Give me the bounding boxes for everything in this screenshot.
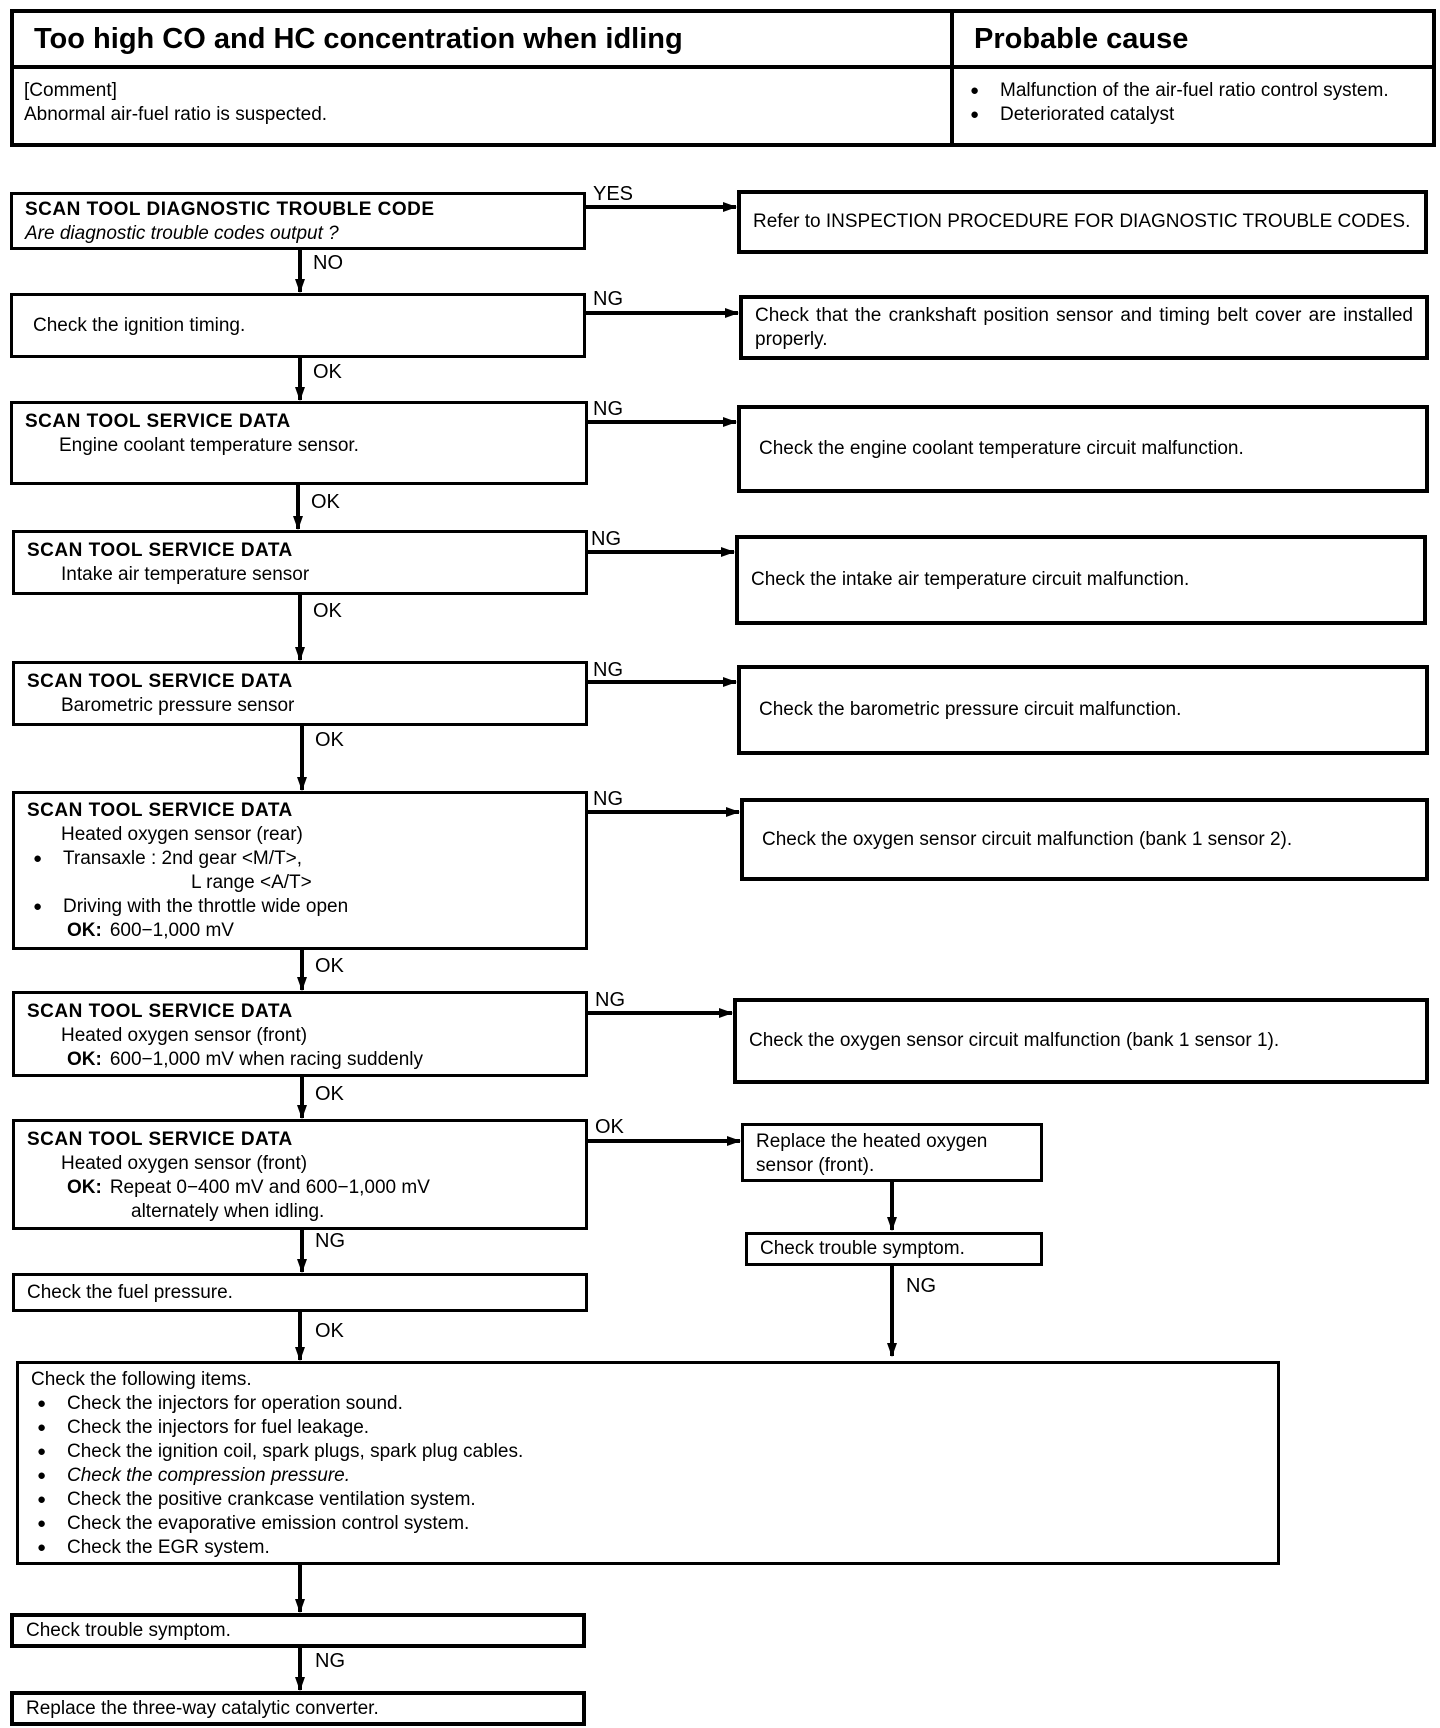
checklist-intro: Check the following items.: [31, 1369, 252, 1390]
cause-list: Malfunction of the air-fuel ratio contro…: [964, 79, 1422, 127]
step-replace-catalytic-converter: Replace the three-way catalytic converte…: [10, 1691, 586, 1726]
label-ok: OK: [315, 1320, 344, 1342]
label-ok: OK: [313, 600, 342, 622]
step-diagnostic-trouble-code: SCAN TOOL DIAGNOSTIC TROUBLE CODE Are di…: [10, 192, 586, 250]
label-ok: OK: [595, 1116, 624, 1138]
step-text: Check trouble symptom.: [26, 1619, 231, 1641]
step-heading: SCAN TOOL DIAGNOSTIC TROUBLE CODE: [25, 199, 435, 220]
result-refer-inspection: Refer to INSPECTION PROCEDURE FOR DIAGNO…: [737, 190, 1428, 254]
step-text: Are diagnostic trouble codes output ?: [25, 223, 339, 244]
step-text: Intake air temperature sensor: [61, 564, 310, 585]
label-ng: NG: [593, 788, 623, 810]
step-heated-oxygen-sensor-rear: SCAN TOOL SERVICE DATA Heated oxygen sen…: [12, 791, 588, 950]
result-oxygen-sensor-bank1-sensor1: Check the oxygen sensor circuit malfunct…: [733, 998, 1429, 1084]
cause-item: Malfunction of the air-fuel ratio contro…: [964, 79, 1422, 103]
step-text: Heated oxygen sensor (front): [61, 1153, 308, 1174]
result-text: Check the oxygen sensor circuit malfunct…: [762, 828, 1293, 850]
cause-item: Deteriorated catalyst: [964, 103, 1422, 127]
ok-value: Repeat 0−400 mV and 600−1,000 mV: [109, 1177, 430, 1198]
step-heading: SCAN TOOL SERVICE DATA: [27, 800, 293, 821]
checklist-item: Check the injectors for fuel leakage.: [31, 1416, 1265, 1440]
result-coolant-circuit: Check the engine coolant temperature cir…: [737, 405, 1429, 493]
checklist-item: Check the ignition coil, spark plugs, sp…: [31, 1440, 1265, 1464]
label-ng: NG: [591, 528, 621, 550]
checklist-item: Check the injectors for operation sound.: [31, 1392, 1265, 1416]
step-fuel-pressure: Check the fuel pressure.: [12, 1273, 588, 1312]
step-heading: SCAN TOOL SERVICE DATA: [25, 411, 291, 432]
ok-label: OK:: [67, 1177, 102, 1198]
step-heading: SCAN TOOL SERVICE DATA: [27, 1129, 293, 1150]
condition-throttle: Driving with the throttle wide open: [27, 895, 573, 919]
header-comment-cell: [Comment] Abnormal air-fuel ratio is sus…: [10, 65, 954, 147]
label-yes: YES: [593, 183, 634, 205]
label-ok: OK: [315, 955, 344, 977]
checklist-item: Check the compression pressure.: [31, 1464, 1265, 1488]
step-check-following-items: Check the following items. Check the inj…: [16, 1361, 1280, 1565]
label-ok: OK: [315, 1083, 344, 1105]
label-ng: NG: [315, 1230, 345, 1252]
result-check-trouble-symptom: Check trouble symptom.: [745, 1232, 1043, 1266]
ok-criteria: OK: 600−1,000 mV when racing suddenly: [27, 1048, 573, 1072]
checklist-item: Check the evaporative emission control s…: [31, 1512, 1265, 1536]
step-text: Replace the three-way catalytic converte…: [26, 1697, 379, 1719]
ok-label: OK:: [67, 920, 102, 941]
result-text: Check trouble symptom.: [760, 1238, 965, 1259]
result-text: Replace the heated oxygen sensor (front)…: [756, 1131, 988, 1176]
step-coolant-temp-sensor: SCAN TOOL SERVICE DATA Engine coolant te…: [10, 401, 588, 485]
result-text: Check the intake air temperature circuit…: [751, 569, 1190, 590]
result-text: Refer to INSPECTION PROCEDURE FOR DIAGNO…: [753, 211, 1411, 232]
label-ng: NG: [593, 398, 623, 420]
step-heading: SCAN TOOL SERVICE DATA: [27, 540, 293, 561]
result-text: Check the oxygen sensor circuit malfunct…: [749, 1030, 1280, 1051]
label-ok: OK: [313, 361, 342, 383]
ok-value-continued: alternately when idling.: [131, 1201, 325, 1222]
label-ok: OK: [315, 729, 344, 751]
result-text: Check the engine coolant temperature cir…: [759, 438, 1244, 459]
checklist-item: Check the positive crankcase ventilation…: [31, 1488, 1265, 1512]
step-heated-oxygen-sensor-front-racing: SCAN TOOL SERVICE DATA Heated oxygen sen…: [12, 991, 588, 1077]
step-check-trouble-symptom: Check trouble symptom.: [10, 1613, 586, 1648]
probable-cause-title: Probable cause: [974, 23, 1189, 55]
label-ok: OK: [311, 491, 340, 513]
comment-label: [Comment]: [24, 80, 117, 101]
step-text: Heated oxygen sensor (front): [61, 1025, 308, 1046]
label-ng: NG: [595, 989, 625, 1011]
condition-transaxle: Transaxle : 2nd gear <M/T>,: [27, 847, 573, 871]
checklist-item: Check the EGR system.: [31, 1536, 1265, 1560]
result-replace-heated-oxygen-sensor: Replace the heated oxygen sensor (front)…: [741, 1123, 1043, 1182]
result-oxygen-sensor-bank1-sensor2: Check the oxygen sensor circuit malfunct…: [740, 798, 1429, 881]
comment-text: Abnormal air-fuel ratio is suspected.: [24, 104, 328, 125]
label-ng: NG: [593, 288, 623, 310]
step-text: Check the ignition timing.: [33, 314, 246, 336]
label-ng: NG: [593, 659, 623, 681]
step-text: Engine coolant temperature sensor.: [59, 435, 359, 456]
header-causes-cell: Malfunction of the air-fuel ratio contro…: [950, 65, 1436, 147]
header-title-cell: Too high CO and HC concentration when id…: [10, 9, 954, 69]
label-ng: NG: [906, 1275, 936, 1297]
label-no: NO: [313, 252, 343, 274]
page-title: Too high CO and HC concentration when id…: [34, 23, 683, 55]
result-text: Check the barometric pressure circuit ma…: [759, 699, 1182, 720]
ok-label: OK:: [67, 1049, 102, 1070]
result-text: Check that the crankshaft position senso…: [755, 304, 1413, 350]
step-heading: SCAN TOOL SERVICE DATA: [27, 671, 293, 692]
step-barometric-pressure-sensor: SCAN TOOL SERVICE DATA Barometric pressu…: [12, 661, 588, 726]
step-ignition-timing: Check the ignition timing.: [10, 293, 586, 358]
ok-value: 600−1,000 mV: [109, 920, 234, 941]
condition-transaxle-at: L range <A/T>: [191, 872, 312, 893]
step-heated-oxygen-sensor-front-idling: SCAN TOOL SERVICE DATA Heated oxygen sen…: [12, 1119, 588, 1230]
step-intake-air-temp-sensor: SCAN TOOL SERVICE DATA Intake air temper…: [12, 530, 588, 595]
step-heading: SCAN TOOL SERVICE DATA: [27, 1001, 293, 1022]
step-text: Heated oxygen sensor (rear): [61, 824, 303, 845]
step-text: Barometric pressure sensor: [61, 695, 295, 716]
label-ng: NG: [315, 1650, 345, 1672]
result-crankshaft-sensor: Check that the crankshaft position senso…: [739, 295, 1429, 360]
ok-value: 600−1,000 mV when racing suddenly: [109, 1049, 424, 1070]
ok-criteria: OK: Repeat 0−400 mV and 600−1,000 mV: [27, 1176, 573, 1200]
ok-criteria: OK: 600−1,000 mV: [27, 919, 573, 943]
result-barometric-circuit: Check the barometric pressure circuit ma…: [737, 665, 1429, 755]
step-text: Check the fuel pressure.: [27, 1281, 233, 1303]
result-intake-air-circuit: Check the intake air temperature circuit…: [735, 535, 1427, 625]
